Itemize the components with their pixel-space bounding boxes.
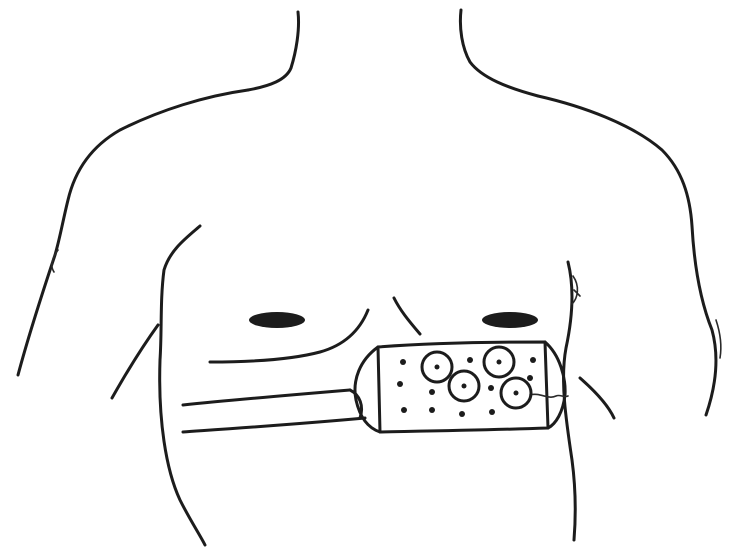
device-circle-center bbox=[435, 365, 440, 370]
shoulders-and-arms bbox=[18, 90, 721, 415]
device-dot bbox=[489, 409, 495, 415]
device-dot bbox=[429, 389, 435, 395]
left-arm-inner bbox=[112, 325, 158, 398]
handle-lower-line bbox=[183, 418, 365, 432]
device-handle bbox=[183, 390, 365, 432]
device-dot bbox=[459, 411, 465, 417]
right-nipple bbox=[482, 312, 538, 328]
device-dot bbox=[467, 357, 473, 363]
handle-upper-line bbox=[183, 390, 350, 405]
left-nipple bbox=[249, 312, 305, 328]
right-arm-inner bbox=[580, 378, 614, 418]
device-dot bbox=[530, 357, 536, 363]
neck-right-line bbox=[460, 10, 538, 96]
chest-lines bbox=[210, 298, 420, 362]
device-right-end-sketch bbox=[530, 394, 568, 397]
left-armpit-tick bbox=[52, 250, 58, 272]
device-dot bbox=[527, 375, 533, 381]
device-dot bbox=[400, 359, 406, 365]
sternum-line bbox=[394, 298, 420, 334]
device-dot bbox=[488, 385, 494, 391]
device-dot bbox=[429, 407, 435, 413]
neck-left-line bbox=[248, 12, 299, 90]
cylindrical-device bbox=[355, 342, 568, 432]
device-dot bbox=[401, 407, 407, 413]
device-circle-center bbox=[497, 360, 502, 365]
device-circle-center bbox=[462, 384, 467, 389]
neck bbox=[248, 10, 538, 96]
left-torso-side bbox=[160, 226, 205, 545]
device-circles bbox=[422, 347, 531, 408]
torso-sides bbox=[112, 226, 614, 545]
nipples bbox=[249, 312, 538, 328]
device-dot bbox=[397, 381, 403, 387]
left-shoulder-and-arm-outer bbox=[18, 90, 248, 375]
device-circle-center bbox=[514, 391, 519, 396]
